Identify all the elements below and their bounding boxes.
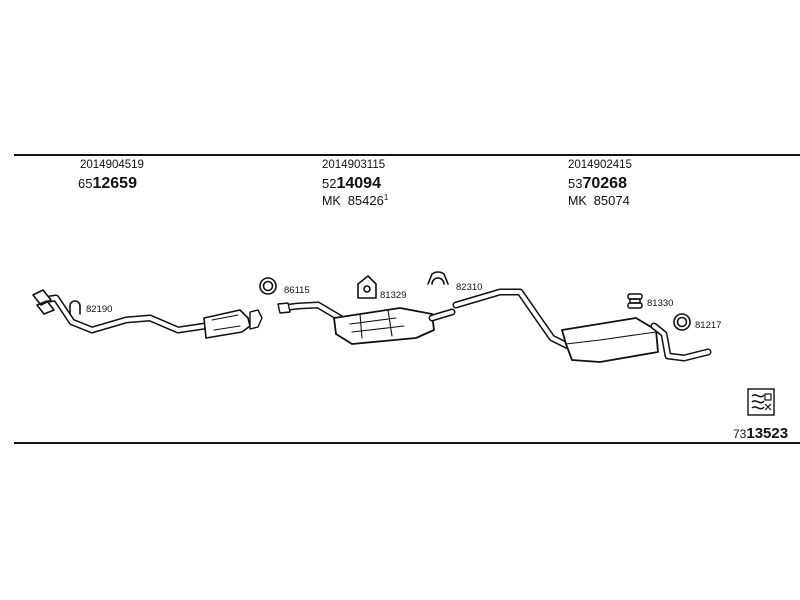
ref-main: 13523 bbox=[746, 425, 789, 442]
front-pipe bbox=[32, 289, 263, 339]
ref-main: 14094 bbox=[336, 175, 381, 192]
ref-prefix: 73 bbox=[733, 427, 747, 441]
center-pipe bbox=[277, 301, 456, 345]
mk-footnote: 1 bbox=[383, 193, 389, 202]
component-label: 81330 bbox=[647, 298, 674, 309]
ref-main: 70268 bbox=[582, 175, 627, 192]
bottom-divider bbox=[14, 442, 800, 444]
top-divider bbox=[14, 154, 800, 156]
mk-prefix: MK bbox=[322, 194, 341, 209]
component-label: 81217 bbox=[695, 320, 722, 331]
component-label: 86115 bbox=[284, 285, 310, 296]
ref-main: 12659 bbox=[92, 175, 137, 192]
mk-number-center: MK 854261 bbox=[322, 193, 388, 208]
component-label: 82190 bbox=[86, 304, 113, 315]
diagram-reference-icon bbox=[747, 388, 775, 416]
manifold-flange-icon bbox=[32, 289, 55, 315]
pipe-flange-icon bbox=[277, 302, 291, 314]
middle-silencer bbox=[333, 307, 435, 345]
ref-prefix: 65 bbox=[78, 176, 93, 191]
part-number-rear: 2014902415 bbox=[568, 159, 632, 171]
part-number-center: 2014903115 bbox=[322, 159, 386, 171]
ring-gasket-icon bbox=[259, 277, 277, 295]
component-label: 82310 bbox=[456, 282, 483, 293]
ref-number-rear: 5370268 bbox=[568, 175, 627, 193]
rear-silencer bbox=[561, 317, 659, 363]
rubber-mount-stack-icon bbox=[627, 293, 643, 309]
rubber-mount-icon bbox=[357, 275, 377, 299]
ref-number-front: 6512659 bbox=[78, 175, 137, 193]
ref-prefix: 52 bbox=[322, 176, 337, 191]
final-ref-number: 7313523 bbox=[733, 425, 788, 443]
mk-value: 85426 bbox=[347, 193, 384, 209]
part-number-front: 2014904519 bbox=[80, 159, 144, 171]
mk-value: 85074 bbox=[593, 193, 630, 208]
component-label: 81329 bbox=[380, 290, 407, 301]
rear-pipe bbox=[452, 288, 712, 363]
u-clamp-icon bbox=[69, 300, 81, 315]
catalytic-converter bbox=[203, 309, 251, 339]
mk-prefix: MK bbox=[568, 194, 587, 208]
mk-number-rear: MK 85074 bbox=[568, 193, 630, 208]
ring-gasket-icon bbox=[673, 313, 691, 331]
ref-prefix: 53 bbox=[568, 176, 583, 191]
pipe-clamp-icon bbox=[427, 271, 449, 285]
ref-number-center: 5214094 bbox=[322, 175, 381, 193]
